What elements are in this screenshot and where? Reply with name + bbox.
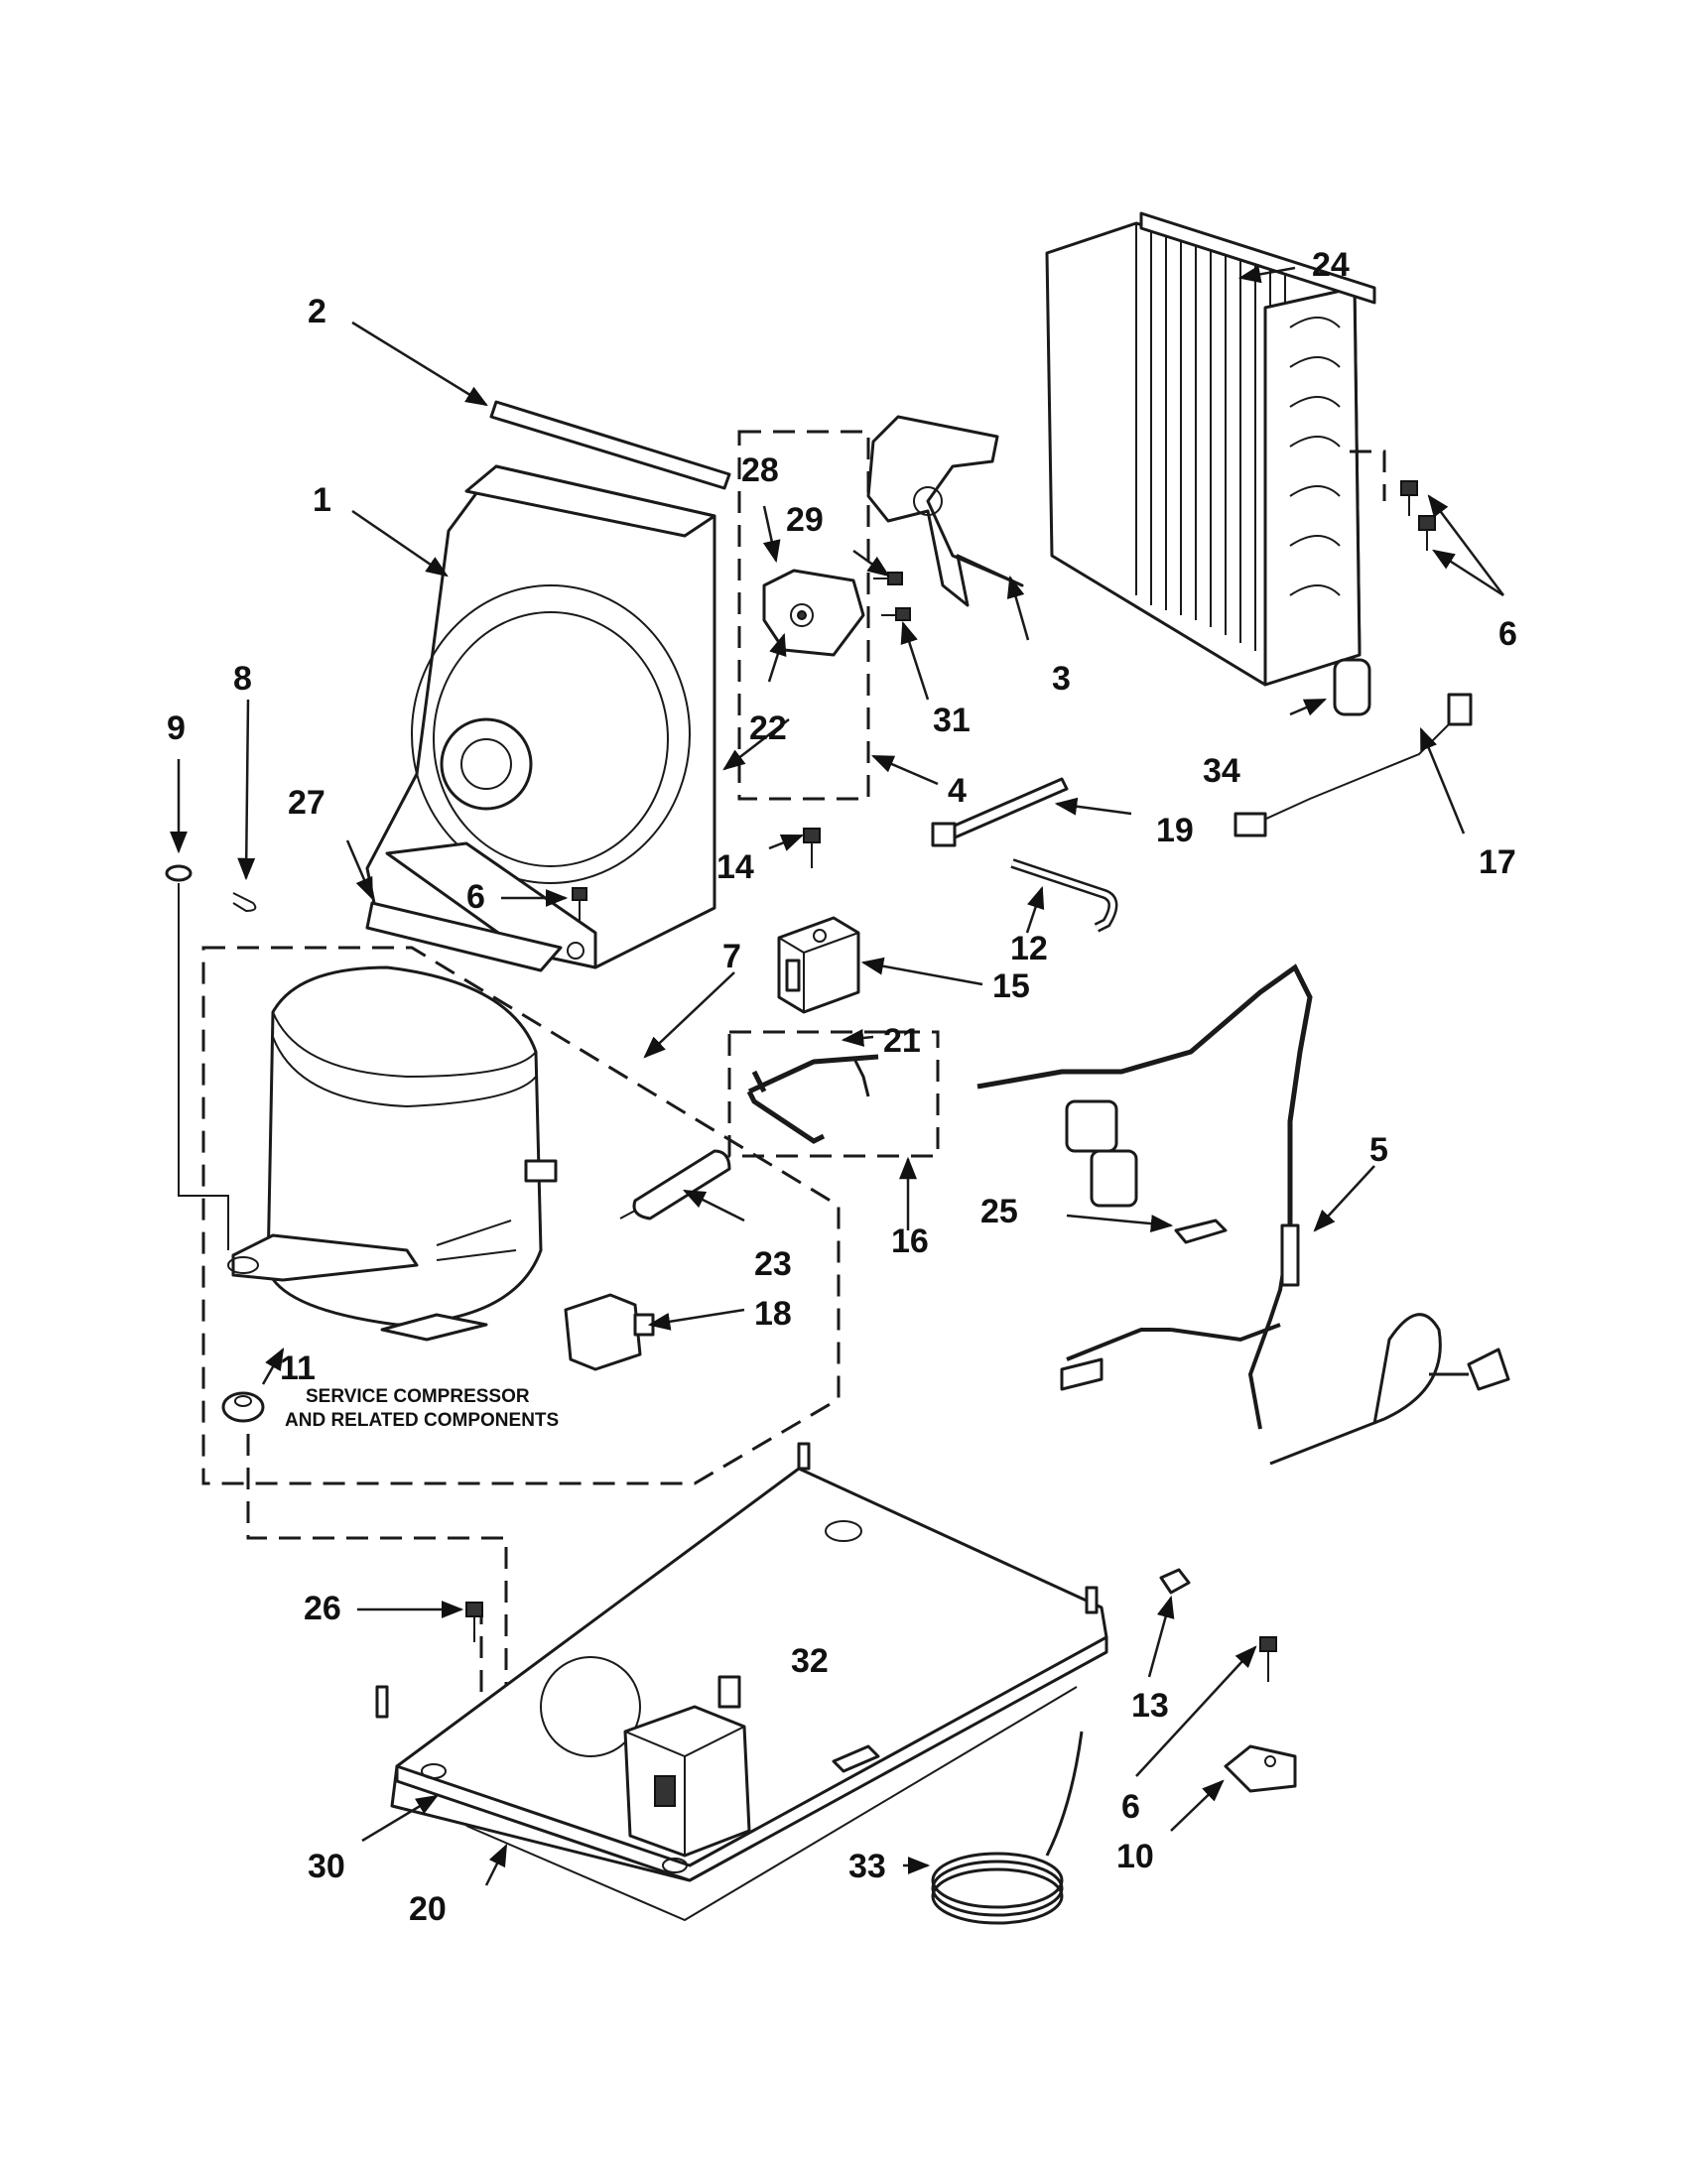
screw-guide-dash — [1350, 450, 1386, 501]
screw-part-31 — [881, 607, 911, 621]
fan-motor-group-box — [737, 430, 870, 801]
label-15: 15 — [992, 967, 1030, 1005]
label-13: 13 — [1131, 1687, 1169, 1725]
label-28: 28 — [741, 451, 779, 489]
fan-motor-part-22 — [762, 569, 865, 657]
label-21: 21 — [883, 1022, 921, 1060]
valve-group-box — [727, 1030, 940, 1158]
service-note-line2: AND RELATED COMPONENTS — [285, 1410, 559, 1431]
label-9: 9 — [167, 709, 186, 747]
foam-strip-part-2 — [489, 400, 731, 490]
screw-part-29 — [873, 572, 903, 585]
label-19: 19 — [1156, 812, 1194, 849]
label-18: 18 — [754, 1295, 792, 1333]
screw-part-6-condenser — [1400, 480, 1436, 551]
bracket-part-25 — [1174, 1219, 1228, 1244]
label-6-shroud: 6 — [466, 878, 485, 916]
label-4: 4 — [948, 772, 967, 810]
label-12: 12 — [1010, 930, 1048, 967]
label-24: 24 — [1312, 246, 1350, 284]
valve-part-32 — [623, 1675, 751, 1858]
fan-shroud-part-1 — [365, 464, 716, 969]
label-32: 32 — [791, 1642, 829, 1680]
capacitor-part-34 — [1333, 658, 1371, 716]
label-3: 3 — [1052, 660, 1071, 698]
part-labels: 1 2 3 4 5 6 6 6 7 8 9 10 11 12 13 14 15 … — [167, 246, 1517, 1928]
leader-line-9 — [178, 883, 229, 1250]
label-34: 34 — [1203, 752, 1240, 790]
compressor-group-box — [201, 946, 841, 1485]
label-22: 22 — [749, 709, 787, 747]
label-31: 31 — [933, 702, 971, 739]
harness-part-17 — [1234, 693, 1473, 837]
relay-part-18 — [564, 1293, 655, 1371]
heater-part-21 — [746, 1054, 879, 1144]
screw-part-6-clamp — [1259, 1636, 1277, 1682]
compressor-part-7 — [227, 965, 558, 1342]
label-27: 27 — [288, 784, 325, 822]
label-11: 11 — [280, 1349, 316, 1387]
wire-harness-part-5 — [976, 964, 1510, 1466]
screw-part-14 — [803, 828, 821, 868]
clamp-part-10 — [1224, 1744, 1297, 1793]
label-8: 8 — [233, 660, 252, 698]
base-plate-part-30 — [375, 1442, 1108, 1882]
screw-part-26 — [465, 1602, 483, 1642]
label-10: 10 — [1116, 1838, 1154, 1875]
label-2: 2 — [308, 293, 326, 330]
label-14: 14 — [716, 848, 754, 886]
clip-part-8 — [232, 892, 257, 913]
label-30: 30 — [308, 1848, 345, 1885]
relay-part-15 — [777, 916, 860, 1014]
tubing-part-33 — [931, 1731, 1084, 1925]
gasket-part-27 — [365, 901, 563, 972]
label-33: 33 — [848, 1848, 886, 1885]
tube-part-12 — [1010, 858, 1118, 933]
label-25: 25 — [980, 1193, 1018, 1230]
label-29: 29 — [786, 501, 824, 539]
label-17: 17 — [1479, 843, 1516, 881]
label-23: 23 — [754, 1245, 792, 1283]
label-6-clamp: 6 — [1121, 1788, 1140, 1826]
insulation-part-20 — [465, 1686, 1078, 1922]
label-1: 1 — [313, 481, 331, 519]
label-26: 26 — [304, 1590, 341, 1627]
washer-part-9 — [165, 864, 193, 882]
grommet-part-11 — [221, 1391, 265, 1423]
label-6-condenser: 6 — [1498, 615, 1517, 653]
label-5: 5 — [1369, 1131, 1388, 1169]
screw-part-6 — [572, 887, 587, 921]
plug-part-13 — [1159, 1568, 1191, 1595]
label-7: 7 — [722, 938, 741, 975]
service-note-line1: SERVICE COMPRESSOR — [306, 1386, 530, 1407]
leader-line-11 — [246, 1434, 508, 1707]
cable-tie-part-19 — [931, 777, 1069, 847]
drier-part-23 — [619, 1149, 731, 1220]
leader-arrows — [170, 265, 1504, 1886]
label-20: 20 — [409, 1890, 447, 1928]
condenser-part-24 — [1045, 211, 1376, 687]
label-16: 16 — [891, 1222, 929, 1260]
